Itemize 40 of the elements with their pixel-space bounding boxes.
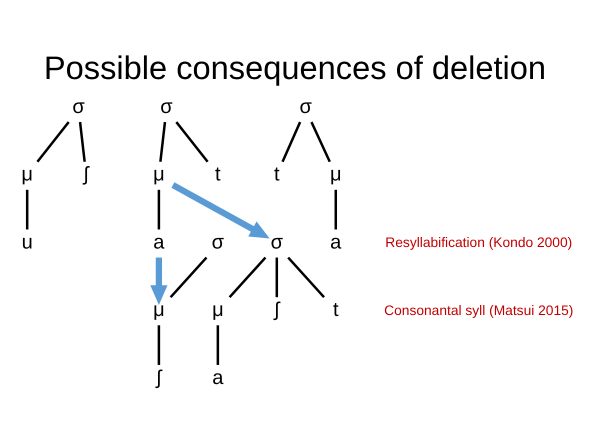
node-text: ʃ (274, 298, 280, 321)
node-text: a (212, 366, 224, 388)
node-text: μ (153, 163, 165, 186)
node-text: u (22, 230, 33, 253)
node-text: σ (160, 95, 173, 118)
connector (170, 256, 208, 298)
diagram-title: Possible consequences of deletion (44, 48, 546, 86)
arrow (150, 257, 168, 305)
connector (36, 120, 70, 162)
connector (310, 121, 331, 162)
arrow (171, 182, 270, 238)
node-text: σ (270, 230, 284, 253)
connector (228, 256, 266, 298)
node-text: σ (212, 230, 224, 253)
connector (159, 121, 166, 162)
node-text: ʃ (156, 366, 162, 388)
connector (334, 189, 338, 229)
node-text: a (330, 230, 342, 253)
connector (281, 121, 302, 162)
label: Consonantal syll (Matsui 2015) (384, 302, 574, 318)
node-text: ʃ (84, 163, 88, 186)
connector (276, 257, 278, 297)
node-text: μ (330, 163, 342, 186)
connector (26, 189, 28, 229)
node-text: t (332, 298, 339, 321)
connector (175, 120, 209, 162)
node-text: μ (212, 298, 224, 321)
node-text: t (215, 163, 221, 186)
connector (216, 324, 220, 364)
connector (287, 256, 325, 298)
connector (158, 189, 160, 229)
node-text: σ (72, 95, 85, 118)
node-text: μ (21, 163, 33, 186)
label: Resyllabification (Kondo 2000) (385, 234, 572, 250)
node-text: μ (153, 298, 165, 321)
node-text: a (153, 230, 164, 253)
node-text: σ (299, 95, 312, 118)
node-text: t (274, 163, 280, 186)
connector (78, 121, 86, 162)
connector (158, 324, 160, 364)
